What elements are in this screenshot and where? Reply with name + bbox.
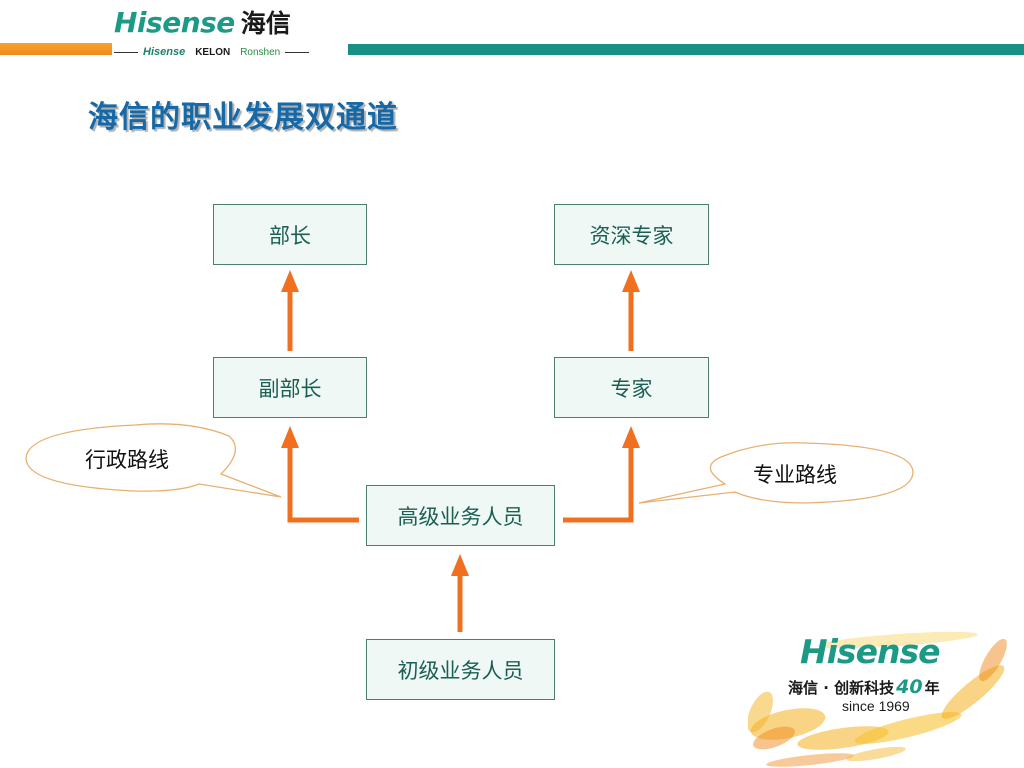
brand-kelon: KELON [195,46,231,58]
header-orange-bar [0,43,112,55]
brand-hisense: Hisense [143,46,186,58]
arrow-senior-to-vice [281,426,359,523]
brand-since: since 1969 [842,698,910,714]
page-title: 海信的职业发展双通道 [88,100,398,135]
node-senior-staff: 高级业务人员 [366,485,555,546]
header-brand-strip: Hisense KELON Ronshen [114,44,346,60]
brand-ronshen: Ronshen [240,46,281,58]
brand-slogan-text: 海信 · 创新科技 [788,679,895,697]
node-vice-minister: 副部长 [213,357,367,418]
node-junior-staff: 初级业务人员 [366,639,555,700]
arrow-senior-to-expert [563,426,640,523]
brand-slogan-40: 40 [896,676,923,698]
header-logo-cn: 海信 [240,9,291,38]
admin-route-bubble [25,423,282,498]
brand-strip-dash-right [285,51,310,53]
pro-route-label: 专业路线 [753,463,837,487]
confetti-swoosh-graphic [748,631,1007,767]
header-logo-en: Hisense [114,6,235,39]
brand-strip-dash-left [114,51,138,53]
brand-wordmark: Hisense [800,632,940,671]
pro-route-bubble [638,442,914,504]
node-expert: 专家 [554,357,709,418]
admin-route-label: 行政路线 [85,448,169,472]
brand-slogan-year: 年 [924,679,940,697]
node-minister: 部长 [213,204,367,265]
header-green-bar [348,44,1024,55]
node-senior-expert: 资深专家 [554,204,709,265]
